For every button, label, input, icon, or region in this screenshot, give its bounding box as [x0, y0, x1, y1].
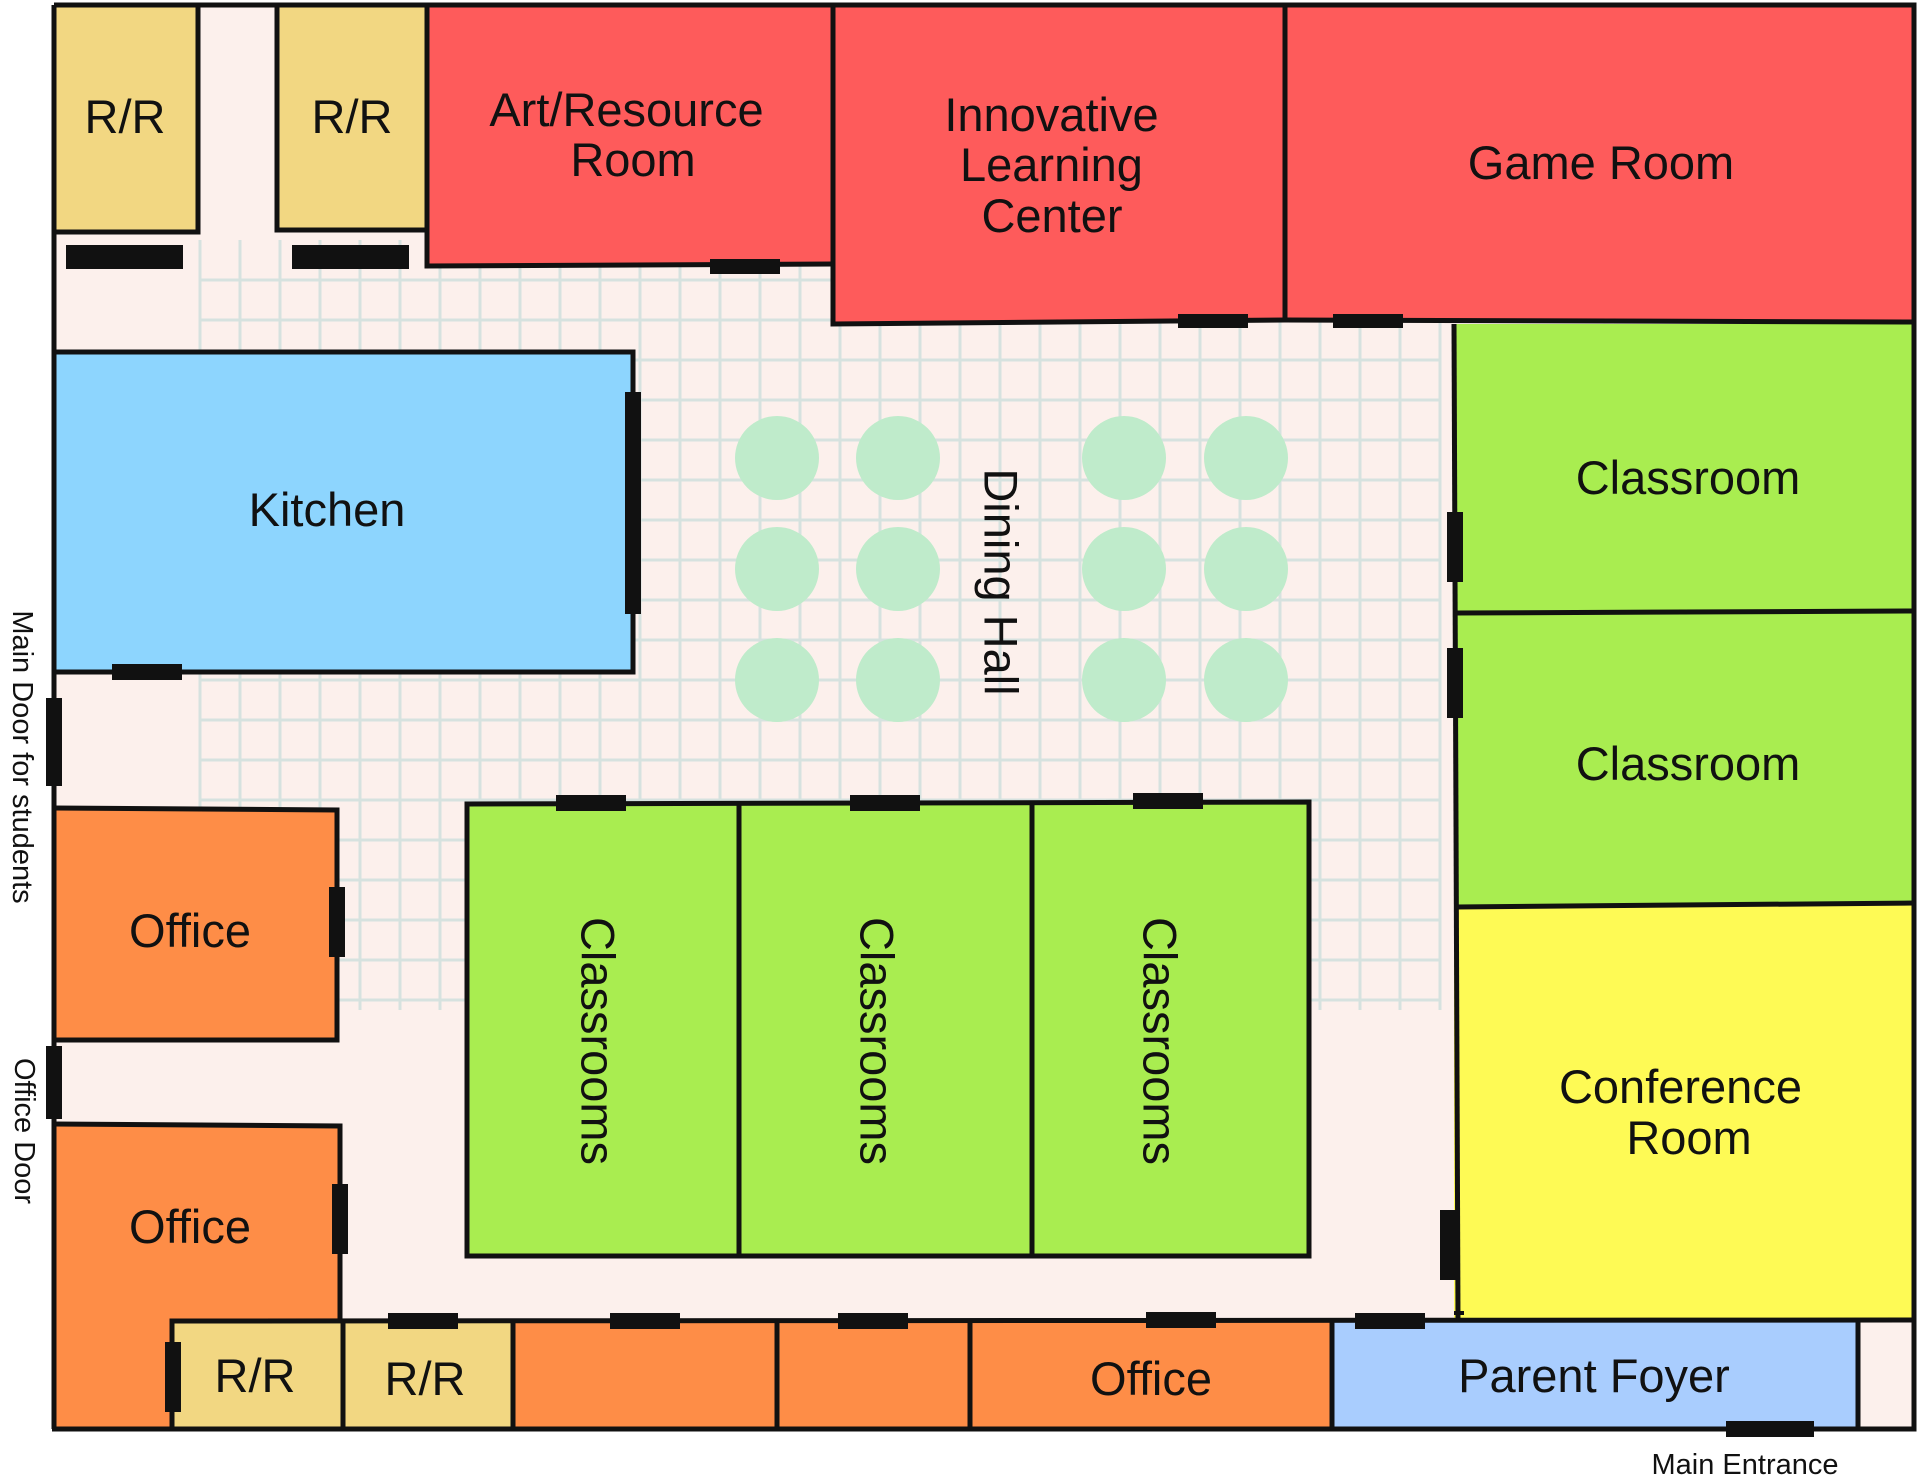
- walls: [51, 2, 1917, 1432]
- innovative-center-label-line-3: Center: [981, 189, 1122, 242]
- door-17[interactable]: [165, 1342, 181, 1412]
- door-9[interactable]: [46, 1046, 62, 1119]
- art-resource-label-line-1: Art/Resource: [489, 83, 763, 136]
- door-22[interactable]: [1355, 1313, 1425, 1329]
- door-3[interactable]: [1178, 314, 1248, 328]
- door-10[interactable]: [332, 1184, 348, 1254]
- office-door-label: Office Door: [8, 1058, 40, 1204]
- door-24[interactable]: [1454, 1311, 1464, 1315]
- door-2[interactable]: [710, 259, 780, 274]
- door-8[interactable]: [329, 887, 345, 957]
- door-1[interactable]: [292, 245, 409, 269]
- classroom-right-2-label: Classroom: [1576, 737, 1801, 790]
- door-6[interactable]: [112, 664, 182, 680]
- restroom-top-2[interactable]: [277, 6, 427, 230]
- classroom-right-1-label: Classroom: [1576, 451, 1801, 504]
- conference-room-area[interactable]: [1454, 903, 1914, 1318]
- office-bottom-main[interactable]: [970, 1321, 1332, 1428]
- dining-table-11: [1204, 638, 1288, 722]
- innovative-center-label: Innovative Learning Center: [944, 88, 1171, 242]
- door-14[interactable]: [1447, 512, 1463, 582]
- restroom-bottom-2[interactable]: [343, 1321, 513, 1428]
- door-18[interactable]: [388, 1313, 458, 1329]
- dining-table-5: [856, 638, 940, 722]
- door-0[interactable]: [66, 245, 183, 269]
- office-left-2-label: Office: [129, 1200, 251, 1253]
- door-4[interactable]: [1333, 314, 1403, 328]
- dining-table-3: [856, 416, 940, 500]
- door-15[interactable]: [1447, 648, 1463, 718]
- rr-top-1-label: R/R: [85, 90, 166, 143]
- main-door-students-label: Main Door for students: [6, 610, 38, 903]
- dining-table-4: [856, 527, 940, 611]
- classroom-right-2[interactable]: [1454, 611, 1914, 907]
- door-20[interactable]: [838, 1313, 908, 1329]
- art-resource-room[interactable]: [427, 6, 833, 266]
- innovative-learning-center[interactable]: [833, 6, 1285, 324]
- door-11[interactable]: [556, 795, 626, 811]
- door-23[interactable]: [1726, 1421, 1814, 1437]
- restroom-top-1[interactable]: [54, 6, 198, 232]
- doors: [46, 245, 1814, 1437]
- office-bottom-label: Office: [1090, 1352, 1212, 1405]
- main-entrance-label: Main Entrance: [1652, 1449, 1839, 1481]
- restroom-bottom-1[interactable]: [172, 1321, 343, 1428]
- conference-room-label: Conference Room: [1559, 1060, 1815, 1164]
- dining-table-7: [1082, 527, 1166, 611]
- dining-table-2: [735, 638, 819, 722]
- door-13[interactable]: [1133, 793, 1203, 809]
- innovative-center-label-line-1: Innovative: [944, 88, 1158, 141]
- classrooms-center-3[interactable]: [1032, 802, 1309, 1256]
- door-5[interactable]: [625, 392, 641, 614]
- innovative-center-label-line-2: Learning: [960, 138, 1143, 191]
- door-21[interactable]: [1146, 1312, 1216, 1328]
- office-left-1[interactable]: [54, 808, 337, 1040]
- dining-tables: [735, 416, 1288, 722]
- dining-table-6: [1082, 416, 1166, 500]
- conference-room-label-line-2: Room: [1626, 1111, 1751, 1164]
- door-19[interactable]: [610, 1313, 680, 1329]
- game-room-label: Game Room: [1468, 136, 1734, 189]
- dining-table-8: [1082, 638, 1166, 722]
- classrooms-center-2[interactable]: [739, 804, 1032, 1256]
- kitchen-room[interactable]: [54, 352, 633, 672]
- office-bottom-small-1[interactable]: [513, 1321, 777, 1428]
- conference-room-label-line-1: Conference: [1559, 1060, 1802, 1113]
- dining-table-0: [735, 416, 819, 500]
- classroom-right-1[interactable]: [1454, 324, 1914, 613]
- door-12[interactable]: [850, 795, 920, 811]
- dining-hall-label: Dining Hall: [975, 468, 1028, 695]
- kitchen-label: Kitchen: [249, 483, 406, 536]
- classrooms-center-2-label: Classrooms: [851, 917, 904, 1165]
- door-7[interactable]: [46, 698, 62, 786]
- game-room[interactable]: [1285, 6, 1914, 320]
- office-left-1-label: Office: [129, 904, 251, 957]
- dining-table-9: [1204, 416, 1288, 500]
- parent-foyer-room[interactable]: [1332, 1321, 1858, 1428]
- classrooms-center-3-label: Classrooms: [1134, 917, 1187, 1165]
- art-resource-label: Art/Resource Room: [489, 83, 776, 186]
- rr-bottom-2-label: R/R: [385, 1352, 466, 1405]
- dining-table-1: [735, 527, 819, 611]
- classrooms-center-1[interactable]: [467, 804, 739, 1256]
- door-16[interactable]: [1440, 1210, 1456, 1280]
- rr-bottom-1-label: R/R: [215, 1349, 296, 1402]
- dining-table-10: [1204, 527, 1288, 611]
- office-bottom-small-2[interactable]: [777, 1321, 970, 1428]
- art-resource-label-line-2: Room: [570, 133, 695, 186]
- parent-foyer-label: Parent Foyer: [1458, 1349, 1730, 1402]
- rr-top-2-label: R/R: [312, 90, 393, 143]
- classrooms-center-1-label: Classrooms: [572, 917, 625, 1165]
